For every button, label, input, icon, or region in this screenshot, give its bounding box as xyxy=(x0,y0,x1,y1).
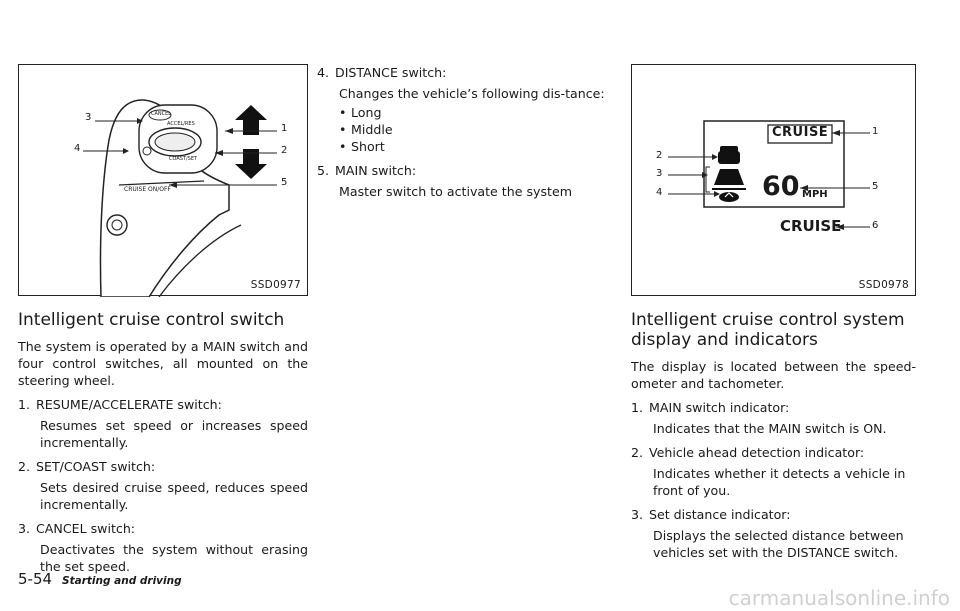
item-label: MAIN switch indicator: xyxy=(649,400,790,415)
option-middle: Middle xyxy=(339,121,617,138)
callout-5: 5 xyxy=(281,177,288,188)
list-item: 5.MAIN switch: Master switch to activate… xyxy=(317,162,617,200)
item-description: Sets desired cruise speed, reduces speed… xyxy=(40,480,308,512)
right-column: CRUISE 60 MPH CRUISE 1 2 3 4 5 6 SSD0978… xyxy=(631,64,916,561)
option-short: Short xyxy=(339,138,617,155)
item-description: Displays the selected distance between v… xyxy=(653,528,904,560)
section-title-line2: display and indicators xyxy=(631,330,818,350)
cruise-box-label: CRUISE xyxy=(772,125,829,140)
callout-2: 2 xyxy=(656,150,663,161)
cancel-label: CANCEL xyxy=(151,111,172,117)
callout-2: 2 xyxy=(281,145,288,156)
callout-1: 1 xyxy=(872,126,879,137)
set-speed: 60 xyxy=(762,171,800,202)
item-label: DISTANCE switch: xyxy=(335,65,447,80)
item-description: Master switch to activate the system xyxy=(339,184,573,199)
list-item: 2.SET/COAST switch: Sets desired cruise … xyxy=(18,459,308,512)
item-label: Set distance indicator: xyxy=(649,507,791,522)
list-item: 1.RESUME/ACCELERATE switch: Resumes set … xyxy=(18,397,308,450)
coast-set-label: COAST/SET xyxy=(169,156,198,162)
callout-4: 4 xyxy=(74,143,81,154)
callout-4: 4 xyxy=(656,187,663,198)
accel-res-label: ACCEL/RES xyxy=(167,121,195,127)
figure-code: SSD0977 xyxy=(250,279,301,291)
chapter-name: Starting and driving xyxy=(62,575,182,587)
steering-switch-figure: 3 4 1 2 5 CANCEL ACCEL/RES COAST/SET CRU… xyxy=(18,64,308,297)
display-illustration xyxy=(668,120,870,230)
item-description: Resumes set speed or increases speed inc… xyxy=(40,418,308,450)
section-title: Intelligent cruise control switch xyxy=(18,310,285,330)
item-label: SET/COAST switch: xyxy=(36,459,156,474)
list-item: 2.Vehicle ahead detection indicator: Ind… xyxy=(631,444,916,499)
item-label: Vehicle ahead detection indicator: xyxy=(649,445,865,460)
list-item: 4.DISTANCE switch: Changes the vehicle’s… xyxy=(317,64,617,155)
cruise-on-off-label: CRUISE ON/OFF xyxy=(124,186,171,193)
watermark: carmanualsonline.info xyxy=(728,586,950,610)
item-description: Changes the vehicle’s following dis-tanc… xyxy=(339,86,605,101)
callout-5: 5 xyxy=(872,181,879,192)
display-indicators-figure: CRUISE 60 MPH CRUISE 1 2 3 4 5 6 SSD0978 xyxy=(631,64,916,296)
section-title-line1: Intelligent cruise control system xyxy=(631,310,905,330)
middle-column: 4.DISTANCE switch: Changes the vehicle’s… xyxy=(317,64,617,200)
item-label: RESUME/ACCELERATE switch: xyxy=(36,397,222,412)
callout-3: 3 xyxy=(85,112,92,123)
figure-code: SSD0978 xyxy=(858,279,909,291)
option-long: Long xyxy=(339,104,617,121)
section-intro: The system is operated by a MAIN switch … xyxy=(18,339,308,388)
left-column: 3 4 1 2 5 CANCEL ACCEL/RES COAST/SET CRU… xyxy=(18,64,308,575)
steering-switch-illustration xyxy=(83,99,277,297)
item-description: Indicates that the MAIN switch is ON. xyxy=(653,421,887,436)
page-number: 5-54 xyxy=(18,570,53,588)
section-intro: The display is located between the speed… xyxy=(631,359,916,391)
item-description: Deactivates the system without erasing t… xyxy=(40,542,308,574)
page-footer: 5-54 Starting and driving xyxy=(18,570,182,588)
list-item: 3.Set distance indicator: Displays the s… xyxy=(631,506,916,561)
list-item: 1.MAIN switch indicator: Indicates that … xyxy=(631,399,916,437)
callout-3: 3 xyxy=(656,168,663,179)
item-label: MAIN switch: xyxy=(335,163,417,178)
callout-6: 6 xyxy=(872,220,879,231)
list-item: 3.CANCEL switch: Deactivates the system … xyxy=(18,521,308,574)
cruise-indicator-text: CRUISE xyxy=(780,217,842,235)
distance-options: Long Middle Short xyxy=(317,104,617,155)
callout-1: 1 xyxy=(281,123,288,134)
item-label: CANCEL switch: xyxy=(36,521,136,536)
speed-unit: MPH xyxy=(802,189,828,200)
item-description: Indicates whether it detects a vehicle i… xyxy=(653,466,906,498)
